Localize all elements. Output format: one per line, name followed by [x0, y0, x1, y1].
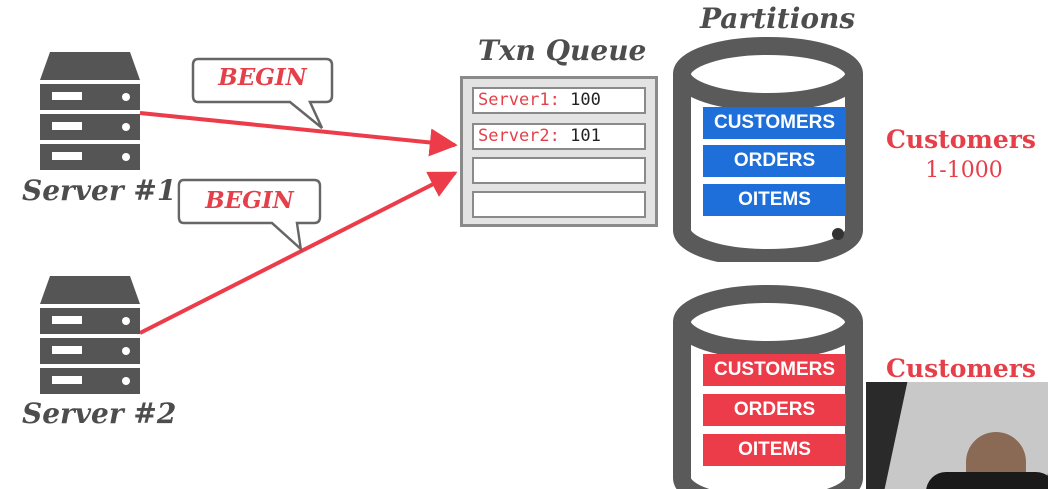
partition-1-table-oitems: OITEMS	[703, 184, 846, 216]
server-1	[38, 52, 142, 178]
begin-message-1: BEGIN	[218, 64, 307, 91]
partition-1-label: Customers	[886, 125, 1036, 154]
queue-entry-server: Server2:	[478, 126, 560, 146]
partition-2-table-customers: CUSTOMERS	[703, 354, 846, 386]
queue-entry-txn-id: 100	[570, 90, 601, 110]
queue-entry: Server2: 101	[472, 123, 646, 150]
speaker-video-thumbnail	[866, 382, 1048, 489]
speaker-shoulders	[926, 472, 1048, 489]
database-cylinder-1	[673, 37, 863, 262]
partition-1-range: 1-1000	[925, 158, 1003, 183]
server-2-label: Server #2	[22, 397, 177, 430]
partitions-title: Partitions	[700, 2, 856, 35]
arrow-server1-to-queue	[139, 111, 458, 157]
partition-1-table-customers: CUSTOMERS	[703, 107, 846, 139]
server-rack-icon	[40, 276, 140, 394]
server-2	[38, 276, 142, 402]
partition-2-table-oitems: OITEMS	[703, 434, 846, 466]
queue-entry-empty	[472, 157, 646, 184]
partition-2-table-orders: ORDERS	[703, 394, 846, 426]
partition-1-table-orders: ORDERS	[703, 145, 846, 177]
queue-entry-empty	[472, 191, 646, 218]
speech-bubble-2	[177, 178, 322, 253]
server-rack-icon	[40, 52, 140, 170]
queue-entry-txn-id: 101	[570, 126, 601, 146]
server-1-label: Server #1	[22, 174, 177, 207]
partition-2-label: Customers	[886, 354, 1036, 383]
begin-message-2: BEGIN	[205, 187, 294, 214]
txn-queue-title: Txn Queue	[478, 34, 647, 67]
speech-bubble-1	[191, 57, 334, 129]
arrow-server2-to-queue	[139, 171, 458, 335]
queue-entry: Server1: 100	[472, 87, 646, 114]
queue-entry-server: Server1:	[478, 90, 560, 110]
